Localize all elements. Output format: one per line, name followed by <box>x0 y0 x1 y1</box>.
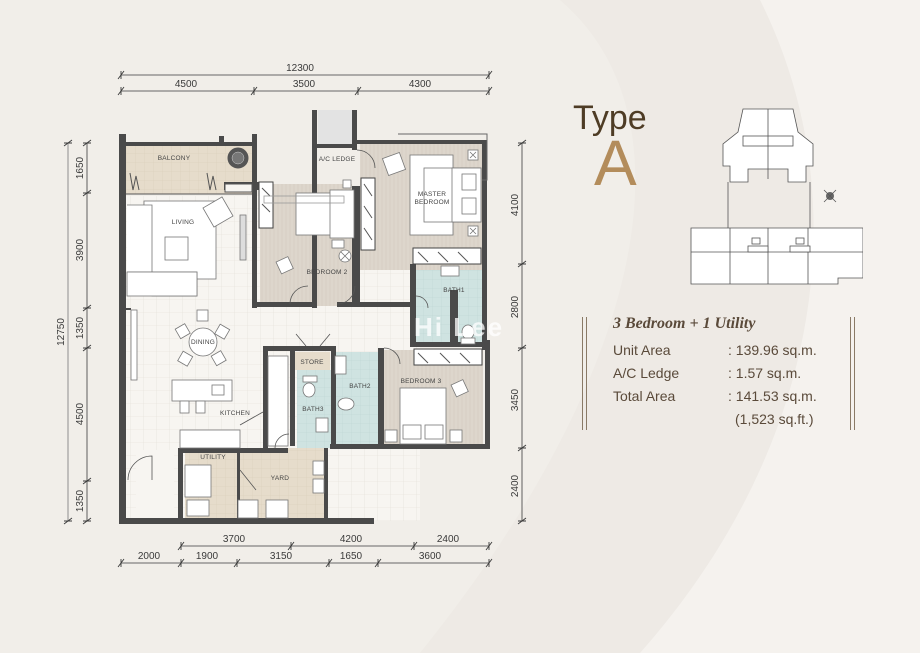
compass-icon <box>823 189 837 203</box>
dim-left-4: 4500 <box>75 402 86 425</box>
balcony-details <box>126 147 253 195</box>
room-label-store: STORE <box>300 359 324 366</box>
watermark: Hi Lee <box>414 312 505 342</box>
key-plan <box>690 108 863 285</box>
room-label-kitchen: KITCHEN <box>220 410 250 417</box>
room-label-master-line2: BEDROOM <box>415 199 450 206</box>
info-left-bar <box>582 317 583 430</box>
room-label-balcony: BALCONY <box>158 155 191 162</box>
living-furniture <box>126 196 247 297</box>
right-dimensions <box>517 139 527 525</box>
info-right-bar <box>850 317 851 430</box>
dim-right-2: 2800 <box>510 295 521 318</box>
info-value: : 1.57 sq.m. <box>728 365 802 381</box>
top-dimensions <box>117 70 493 96</box>
room-label-dining: DINING <box>191 339 215 346</box>
dim-left-5: 1350 <box>75 489 86 512</box>
room-label-master-line1: MASTER <box>418 191 446 198</box>
dim-bottom-a2: 4200 <box>340 534 363 545</box>
floor-plan: 12300 4500 3500 4300 3700 4200 2400 2000… <box>56 63 527 568</box>
room-label-utility: UTILITY <box>200 454 226 461</box>
dim-right-3: 3450 <box>510 388 521 411</box>
utility-yard-fixtures <box>184 460 325 519</box>
dim-left-1: 1650 <box>75 156 86 179</box>
door-swings <box>127 149 429 491</box>
dining-furniture <box>130 309 289 449</box>
room-label-bedroom2: BEDROOM 2 <box>307 269 348 276</box>
unit-type-title: 3 Bedroom + 1 Utility <box>613 315 756 332</box>
info-left-bar-2 <box>586 317 587 430</box>
bottom-dimensions <box>117 541 493 568</box>
room-label-living: LIVING <box>172 219 195 226</box>
info-label: Unit Area <box>613 342 671 358</box>
unit-info-panel: 3 Bedroom + 1 Utility Unit Area : 139.96… <box>582 315 856 430</box>
dim-left-3: 1350 <box>75 316 86 339</box>
room-label-yard: YARD <box>271 475 289 482</box>
room-label-bath2: BATH2 <box>349 383 371 390</box>
info-label: A/C Ledge <box>613 365 680 381</box>
room-label-ac-ledge: A/C LEDGE <box>319 156 356 163</box>
dim-bottom-b3: 3150 <box>270 551 293 562</box>
wardrobes <box>258 177 483 366</box>
room-label-bath1: BATH1 <box>443 287 465 294</box>
info-value: : 141.53 sq.m. <box>728 388 817 404</box>
room-label-bath3: BATH3 <box>302 406 324 413</box>
dim-top-3: 4300 <box>409 79 432 90</box>
bedroom2-furniture <box>263 179 355 275</box>
bedroom3-furniture <box>384 379 469 445</box>
dim-bottom-b1: 2000 <box>138 551 161 562</box>
dim-top-1: 4500 <box>175 79 198 90</box>
dim-top-2: 3500 <box>293 79 316 90</box>
dim-bottom-b4: 1650 <box>340 551 363 562</box>
master-furniture <box>381 149 482 237</box>
dim-bottom-b5: 3600 <box>419 551 442 562</box>
dim-bottom-a1: 3700 <box>223 534 246 545</box>
info-label: Total Area <box>613 388 676 404</box>
info-right-bar-2 <box>854 317 855 430</box>
dim-bottom-a3: 2400 <box>437 534 460 545</box>
dim-left-overall: 12750 <box>56 318 67 346</box>
room-label-bedroom3: BEDROOM 3 <box>401 378 442 385</box>
walls <box>119 110 490 524</box>
dim-right-4: 2400 <box>510 474 521 497</box>
type-title: Type <box>573 99 647 137</box>
info-value: (1,523 sq.ft.) <box>735 411 814 427</box>
master-bay-outline <box>398 133 488 181</box>
dim-right-1: 4100 <box>510 193 521 216</box>
dim-left-2: 3900 <box>75 238 86 261</box>
left-dimensions <box>63 139 92 525</box>
info-value: : 139.96 sq.m. <box>728 342 817 358</box>
type-letter: A <box>594 127 637 199</box>
dim-bottom-b2: 1900 <box>196 551 219 562</box>
dim-top-overall: 12300 <box>286 63 314 74</box>
bath-fixtures <box>302 265 476 433</box>
